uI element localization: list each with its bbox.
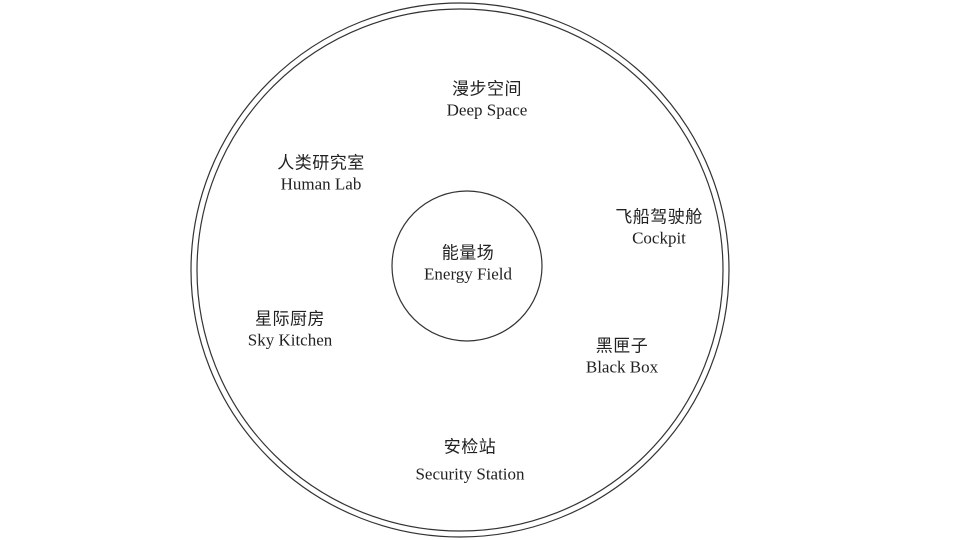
zone-label-cn: 星际厨房	[255, 309, 325, 330]
zone-security-station: 安检站 Security Station	[415, 438, 524, 483]
center-circle	[391, 190, 543, 342]
zone-label-en: Cockpit	[632, 228, 686, 247]
zone-deep-space: 漫步空间 Deep Space	[447, 80, 528, 119]
zone-label-cn: 安检站	[443, 437, 497, 458]
zone-label-en: Human Lab	[280, 174, 362, 193]
zone-label-cn: 人类研究室	[277, 153, 365, 174]
zone-label-en: Black Box	[585, 357, 659, 376]
outer-ring	[190, 2, 730, 538]
zone-label-en: Energy Field	[424, 264, 512, 283]
zone-black-box: 黑匣子 Black Box	[586, 337, 658, 376]
zone-energy-field: 能量场 Energy Field	[424, 244, 512, 283]
zone-label-cn: 能量场	[441, 243, 495, 264]
zone-cockpit: 飞船驾驶舱 Cockpit	[615, 208, 703, 247]
zone-human-lab: 人类研究室 Human Lab	[277, 154, 365, 193]
zone-label-cn: 黑匣子	[595, 336, 649, 357]
zone-label-cn: 漫步空间	[452, 79, 522, 100]
inner-ring	[196, 8, 724, 532]
zone-sky-kitchen: 星际厨房 Sky Kitchen	[248, 310, 333, 349]
zone-label-en: Security Station	[415, 464, 525, 483]
zone-label-en: Deep Space	[446, 100, 528, 119]
zone-label-cn: 飞船驾驶舱	[615, 207, 703, 228]
zone-label-en: Sky Kitchen	[247, 330, 333, 349]
